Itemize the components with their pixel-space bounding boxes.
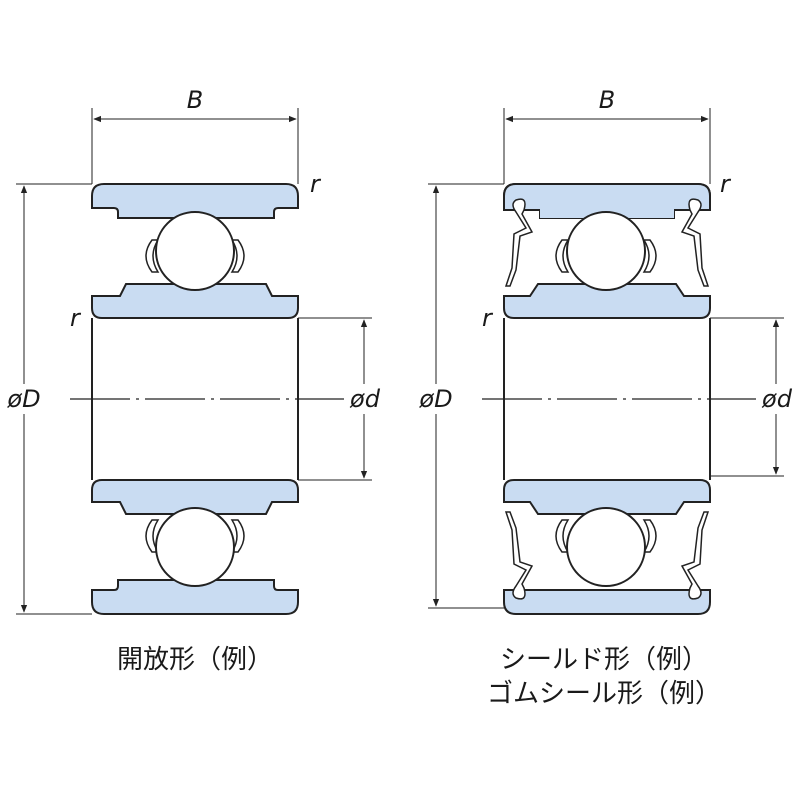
outer-ring-lower-shielded — [503, 589, 711, 615]
d-bore-label-bg — [344, 384, 386, 414]
shield-upper-right — [680, 198, 710, 287]
outer-diameter-label-open: øD — [6, 385, 40, 413]
ball-upper-shielded — [566, 211, 646, 291]
outer-ring-lower — [91, 579, 299, 615]
inner-ring-upper-shielded — [503, 283, 711, 319]
upper-section-open — [91, 183, 299, 319]
width-label-open: B — [187, 86, 203, 114]
ball-lower — [155, 507, 235, 587]
corner-radius-label-top-open: r — [310, 170, 322, 198]
cage-upper-left-shielded — [555, 239, 570, 273]
shield-lower-right — [680, 511, 710, 600]
d-outer-label-bg-shielded — [414, 384, 458, 414]
d-outer-label-bg — [6, 384, 46, 414]
bore-diameter-label-shielded: ød — [761, 385, 793, 413]
outer-ring-upper-shielded-band — [503, 183, 711, 211]
caption-rubber-sealed-type: ゴムシール形（例） — [487, 679, 721, 709]
inner-ring-upper — [91, 283, 299, 319]
caption-open-type: 開放形（例） — [117, 645, 273, 675]
cage-upper-right — [230, 239, 245, 273]
outer-ring-upper — [91, 183, 299, 219]
outer-diameter-label-shielded: øD — [418, 385, 452, 413]
upper-section-shielded — [502, 183, 711, 319]
inner-ring-lower-shielded — [503, 479, 711, 515]
shield-lower-left — [504, 511, 534, 600]
cage-upper-left — [145, 239, 160, 273]
open-bearing-drawing: B øD ød r r 開放形（例） — [6, 86, 386, 675]
ball-upper — [155, 211, 235, 291]
corner-radius-label-inner-shielded: r — [482, 304, 494, 332]
bore-diameter-label-open: ød — [349, 385, 381, 413]
lower-section-open — [91, 479, 299, 615]
lower-section-shielded — [503, 479, 711, 615]
cage-upper-right-shielded — [642, 239, 657, 273]
width-label-shielded: B — [599, 86, 615, 114]
corner-radius-label-top-shielded: r — [720, 170, 732, 198]
shielded-bearing-drawing: B øD ød r r シールド形（例） ゴムシール形（例） — [414, 86, 798, 709]
inner-ring-lower — [91, 479, 299, 515]
shield-upper-left — [504, 198, 534, 287]
corner-radius-label-inner-open: r — [70, 304, 82, 332]
ball-lower-shielded — [566, 507, 646, 587]
caption-shielded-type: シールド形（例） — [500, 645, 708, 675]
d-bore-label-bg-shielded — [756, 384, 798, 414]
